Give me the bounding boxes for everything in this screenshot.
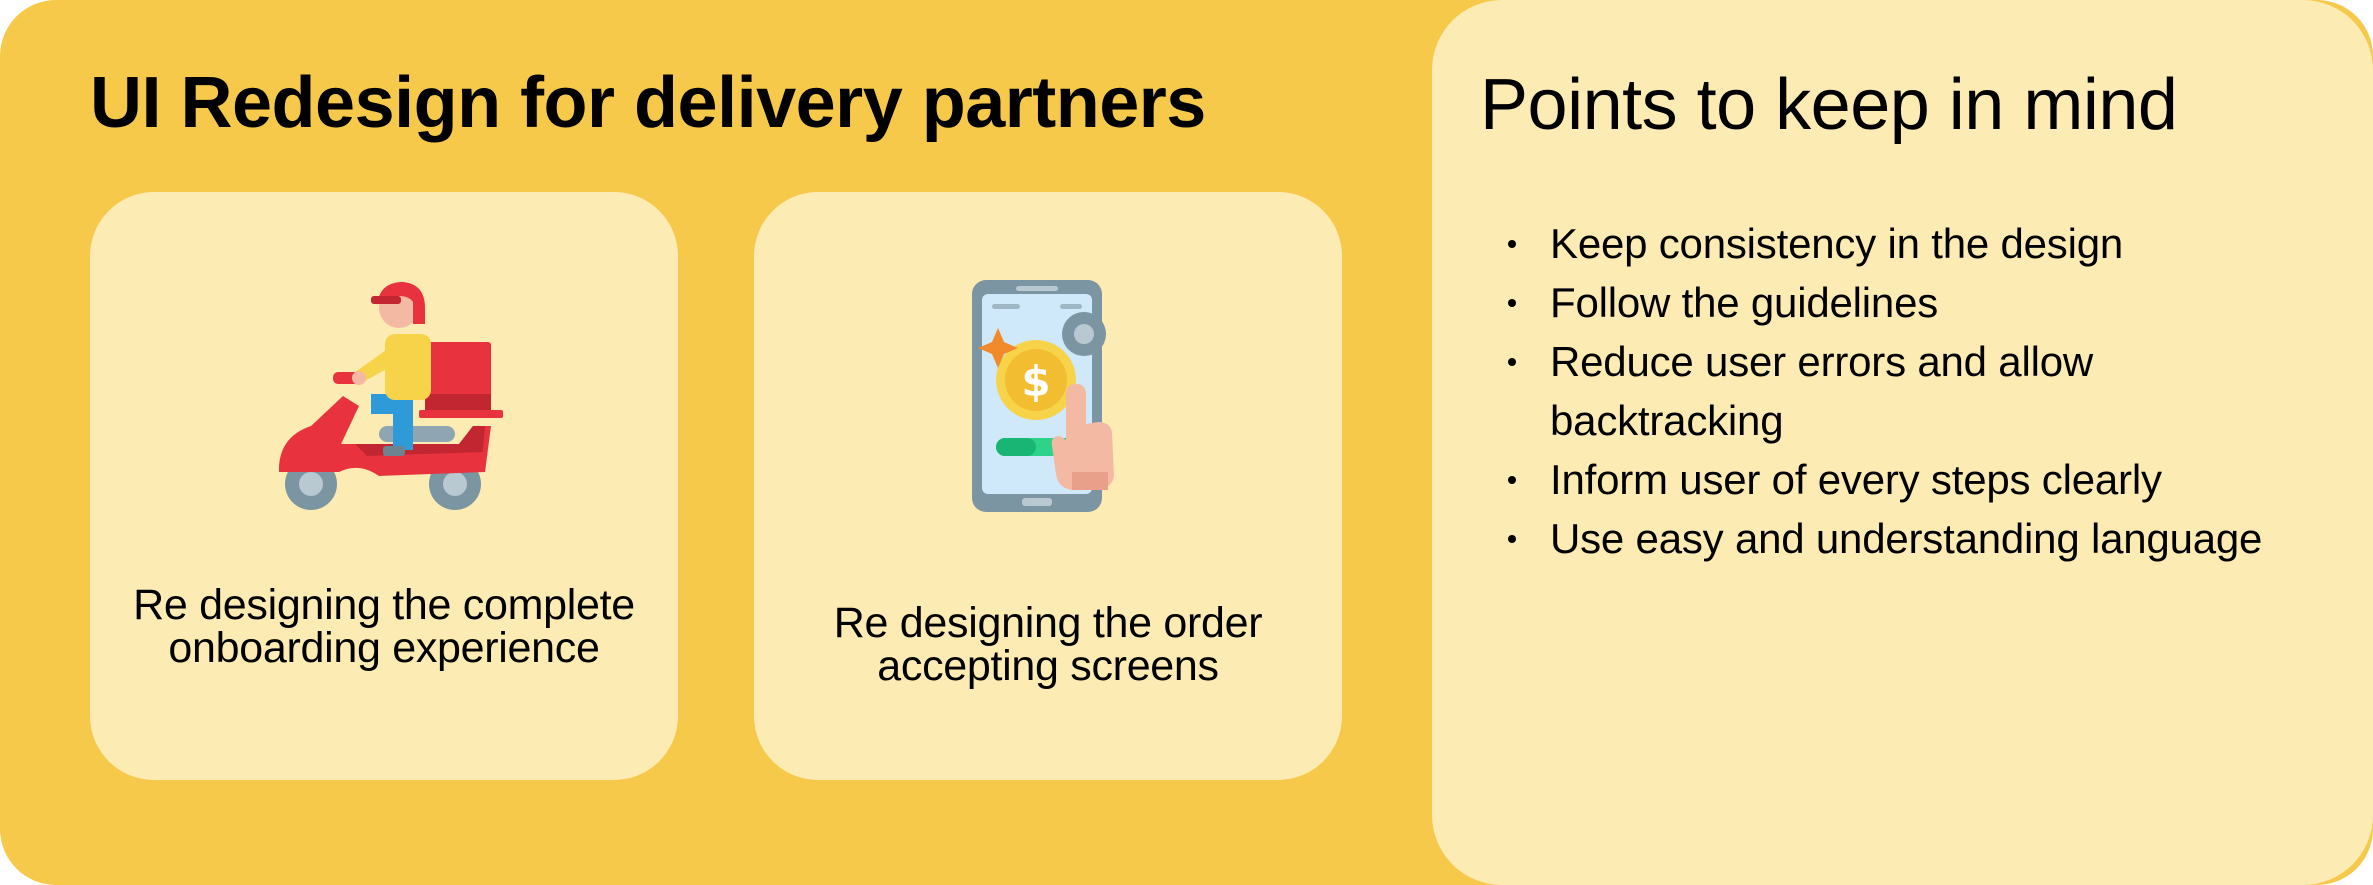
points-panel: Points to keep in mind Keep consistency … [1432, 0, 2373, 885]
point-text: Reduce user errors and allow backtrackin… [1550, 338, 2094, 444]
phone-payment-icon: $ [972, 280, 1114, 512]
points-list: Keep consistency in the design Follow th… [1508, 214, 2310, 568]
bullet-icon [1508, 240, 1516, 248]
bullet-icon [1508, 299, 1516, 307]
list-item: Inform user of every steps clearly [1508, 450, 2310, 509]
point-text: Keep consistency in the design [1550, 220, 2124, 267]
bullet-icon [1508, 476, 1516, 484]
order-accepting-card: $ Re designing the order accepting scree… [754, 192, 1342, 780]
onboarding-card: Re designing the complete onboarding exp… [90, 192, 678, 780]
point-text: Follow the guidelines [1550, 279, 1939, 326]
main-title: UI Redesign for delivery partners [90, 63, 1206, 143]
delivery-scooter-icon [279, 282, 503, 510]
onboarding-card-caption: Re designing the complete onboarding exp… [133, 581, 635, 672]
bullet-icon [1508, 535, 1516, 543]
svg-text:$: $ [1021, 357, 1050, 406]
list-item: Use easy and understanding language [1508, 509, 2310, 568]
list-item: Reduce user errors and allow backtrackin… [1508, 332, 2310, 450]
points-panel-title: Points to keep in mind [1480, 65, 2178, 145]
order-accepting-card-caption: Re designing the order accepting screens [833, 599, 1263, 690]
bullet-icon [1508, 358, 1516, 366]
list-item: Follow the guidelines [1508, 273, 2310, 332]
list-item: Keep consistency in the design [1508, 214, 2310, 273]
point-text: Inform user of every steps clearly [1550, 456, 2162, 503]
point-text: Use easy and understanding language [1550, 515, 2263, 562]
